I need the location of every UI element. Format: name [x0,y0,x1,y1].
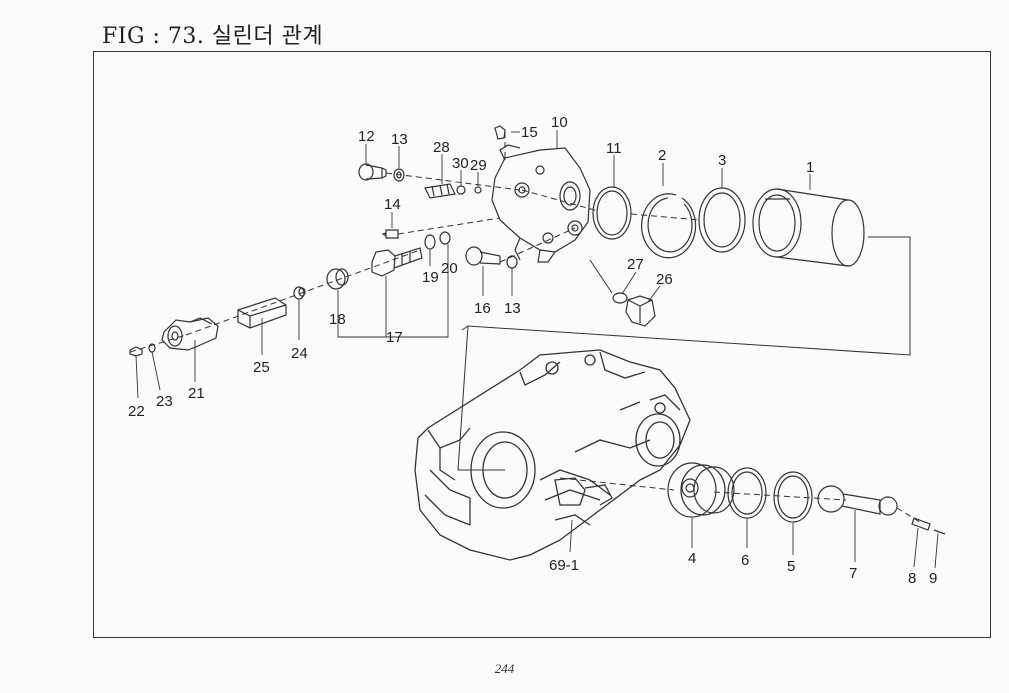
ball-30 [456,185,466,195]
callout-23: 23 [156,393,173,410]
diagram-frame [93,51,991,638]
cylinder-cover [491,144,591,263]
callout-11: 11 [606,140,622,157]
washer-13b [506,255,518,269]
callout-leaders [135,130,939,569]
callout-9: 9 [929,570,937,587]
valve-17 [371,247,423,277]
screw-22 [129,346,143,357]
nut-18 [326,268,349,290]
o-ring-20 [439,231,451,245]
seal-ring-3 [698,187,746,253]
callout-27: 27 [627,256,644,273]
callout-13-top: 13 [391,131,408,148]
callout-15: 15 [521,124,538,141]
page-number: 244 [494,661,515,676]
callout-4: 4 [688,550,696,567]
callout-19: 19 [422,269,439,286]
callout-22: 22 [128,403,145,420]
callout-labels: 1 2 3 10 11 12 13 28 30 29 15 14 16 13 2… [128,114,937,587]
callout-6: 6 [741,552,749,569]
callout-28: 28 [433,139,450,156]
assembly-lines [129,132,921,523]
callout-25: 25 [253,359,270,376]
o-ring-19 [424,234,436,250]
callout-14: 14 [384,196,401,213]
callout-29: 29 [470,157,487,174]
callout-17: 17 [386,329,403,346]
callout-18: 18 [329,311,346,328]
callout-2: 2 [658,147,666,164]
callout-7: 7 [849,565,857,582]
spring-28 [424,183,456,199]
ball-29 [474,186,482,194]
snap-ring-2 [640,193,697,259]
seal-ring-5 [773,471,813,523]
callout-30: 30 [452,155,469,172]
callout-13-bottom: 13 [504,300,521,317]
clip-9 [933,529,946,535]
callout-5: 5 [787,558,795,575]
o-ring-11 [592,186,632,240]
screw-14 [381,229,399,239]
figure-title: FIG : 73. 실린더 관계 [102,24,324,49]
pin-8 [911,517,931,531]
piston-rod-7 [817,485,898,516]
callout-1: 1 [806,159,814,176]
nut-24 [293,286,306,300]
o-ring-27 [612,292,628,304]
cylinder-sleeve [752,188,865,267]
callout-8: 8 [908,570,916,587]
bolt-12 [358,163,387,181]
callout-24: 24 [291,345,308,362]
leader-boundary [457,236,911,471]
callout-21: 21 [188,385,205,402]
callout-12: 12 [358,128,375,145]
cylinder-housing [414,349,691,561]
sleeve-25 [237,297,287,329]
callout-20: 20 [441,260,458,277]
piston-4 [667,462,735,518]
bolt-16 [465,246,501,266]
callout-69-1: 69-1 [549,557,579,574]
callout-26: 26 [656,271,673,288]
callout-10: 10 [551,114,568,131]
drain-plug-26 [625,295,656,327]
screw-15 [494,125,506,140]
callout-16: 16 [474,300,491,317]
callout-3: 3 [718,152,726,169]
